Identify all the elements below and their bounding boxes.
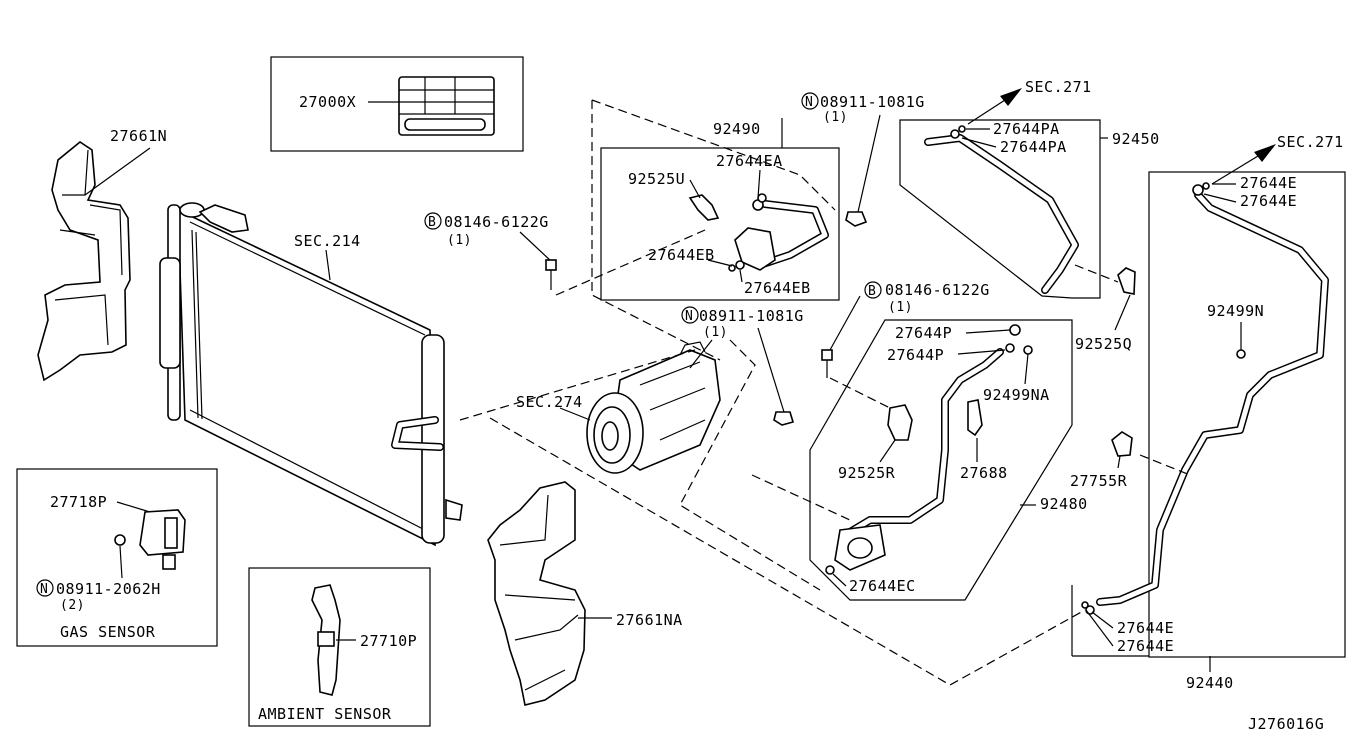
part-label-sec271-a[interactable]: SEC.271 [1025, 78, 1092, 96]
part-label-27644E-1[interactable]: 27644E [1240, 174, 1297, 192]
part-label-27661NA[interactable]: 27661NA [616, 611, 683, 629]
part-label-bolt2[interactable]: 08146-6122G [885, 281, 990, 299]
part-label-92440[interactable]: 92440 [1186, 674, 1234, 692]
part-label-27644E-3[interactable]: 27644E [1117, 619, 1174, 637]
bolt-08146-6122G-upper: B 08146-6122G (1) [424, 212, 557, 290]
compressor: SEC.274 [516, 339, 721, 474]
pipe-assembly-92480: 27644P 27644P 92499NA 92525R 27688 92480… [809, 319, 1088, 601]
part-label-27644PA-1[interactable]: 27644PA [993, 120, 1060, 138]
part-label-27644EC[interactable]: 27644EC [849, 577, 916, 595]
condenser: SEC.214 [159, 202, 463, 547]
gas-sensor-box: 27718P N 08911-2062H (2) GAS SENSOR [16, 468, 218, 647]
nut-08911-1081G-upper: N 08911-1081G (1) [801, 92, 925, 227]
diagram-id: J276016G [1248, 715, 1324, 733]
nut-marker-icon: N [40, 582, 48, 597]
part-qty-nut2: (1) [703, 325, 728, 340]
part-label-27755R[interactable]: 27755R [1070, 472, 1128, 490]
part-label-92525R[interactable]: 92525R [838, 464, 896, 482]
air-guide-27661NA: 27661NA [487, 481, 683, 706]
part-label-27644P-2[interactable]: 27644P [887, 346, 944, 364]
part-qty-bolt2: (1) [888, 300, 913, 315]
dashed-connectors [459, 99, 1191, 686]
part-label-27710P[interactable]: 27710P [360, 632, 417, 650]
air-guide-27661N: 27661N [37, 127, 167, 382]
sec271-arrow-b: SEC.271 [1211, 133, 1344, 185]
part-label-27661N[interactable]: 27661N [110, 127, 167, 145]
ambient-sensor-box: 27710P AMBIENT SENSOR [248, 567, 431, 727]
part-label-nut3[interactable]: 08911-2062H [56, 580, 161, 598]
part-label-92490[interactable]: 92490 [713, 120, 761, 138]
label-box-27000X: 27000X [270, 56, 524, 152]
part-label-27644EB-1[interactable]: 27644EB [648, 246, 715, 264]
part-label-27644EB-2[interactable]: 27644EB [744, 279, 811, 297]
part-label-27644PA-2[interactable]: 27644PA [1000, 138, 1067, 156]
part-label-sec214[interactable]: SEC.214 [294, 232, 361, 250]
part-label-27000X[interactable]: 27000X [299, 93, 356, 111]
bolt-marker-icon: B [868, 284, 876, 299]
part-label-bolt1[interactable]: 08146-6122G [444, 213, 549, 231]
part-label-27644E-4[interactable]: 27644E [1117, 637, 1174, 655]
part-label-27644E-2[interactable]: 27644E [1240, 192, 1297, 210]
part-label-27718P[interactable]: 27718P [50, 493, 107, 511]
part-label-92480[interactable]: 92480 [1040, 495, 1088, 513]
part-qty-nut3: (2) [60, 598, 85, 613]
part-label-92499N[interactable]: 92499N [1207, 302, 1264, 320]
nut-marker-icon: N [805, 95, 813, 110]
ambient-sensor-title: AMBIENT SENSOR [258, 705, 392, 723]
nut-08911-1081G-lower: N 08911-1081G (1) [681, 306, 804, 426]
bolt-08146-6122G-lower: B 08146-6122G (1) [821, 281, 990, 378]
part-label-sec271-b[interactable]: SEC.271 [1277, 133, 1344, 151]
part-label-nut1[interactable]: 08911-1081G [820, 93, 925, 111]
part-label-nut2[interactable]: 08911-1081G [699, 307, 804, 325]
part-qty-bolt1: (1) [447, 233, 472, 248]
pipe-assembly-92440: 27644E 27644E 92499N 27644E 27644E 92440 [1071, 171, 1346, 692]
bracket-92525Q: 92525Q [1075, 294, 1132, 353]
part-label-27644P-1[interactable]: 27644P [895, 324, 952, 342]
bracket-27755R: 27755R [1070, 431, 1133, 490]
pipe-assembly-92450: 92450 27644PA 27644PA [899, 119, 1160, 299]
part-qty-nut1: (1) [823, 110, 848, 125]
part-label-92525U[interactable]: 92525U [628, 170, 685, 188]
part-label-92525Q[interactable]: 92525Q [1075, 335, 1132, 353]
part-label-sec274[interactable]: SEC.274 [516, 393, 583, 411]
part-label-27688[interactable]: 27688 [960, 464, 1008, 482]
part-label-92450[interactable]: 92450 [1112, 130, 1160, 148]
gas-sensor-title: GAS SENSOR [60, 623, 156, 641]
part-label-92499NA[interactable]: 92499NA [983, 386, 1050, 404]
sec271-arrow-a: SEC.271 [967, 78, 1092, 125]
part-label-27644EA[interactable]: 27644EA [716, 152, 783, 170]
pipe-assembly-92490: 92490 27644EA 92525U 27644EB 27644EB [600, 118, 840, 301]
nut-marker-icon: N [685, 309, 693, 324]
bolt-marker-icon: B [428, 215, 436, 230]
